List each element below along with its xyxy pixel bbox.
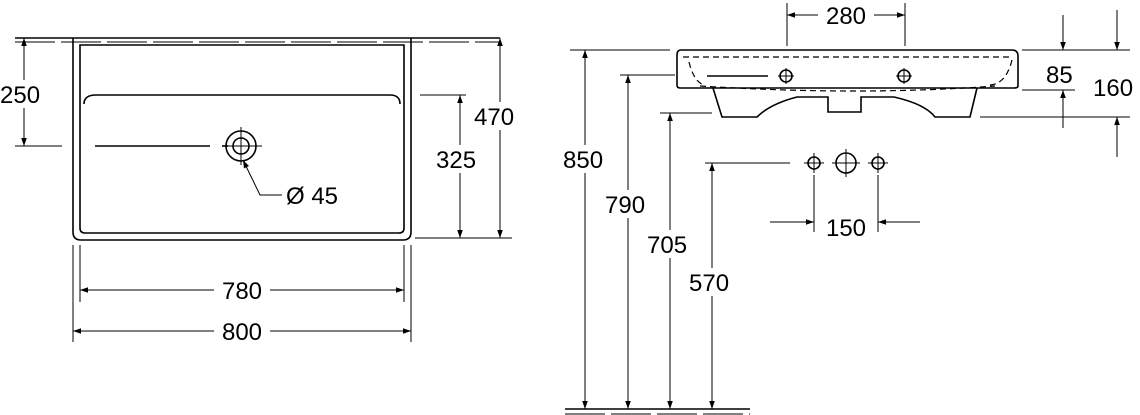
tap-hole-icon [896,68,912,84]
dim-800: 800 [222,319,262,346]
dim-570: 570 [689,270,729,297]
basin-back-rim [83,94,401,105]
dim-280: 280 [826,3,866,30]
basin-outline [72,38,412,241]
tap-hole-icon [778,68,794,84]
dim-790: 790 [605,192,645,219]
tap-hole-icon [832,149,860,177]
dim-150: 150 [826,215,866,242]
side-view: 850 790 705 570 150 280 85 160 [562,2,1133,415]
dim-160: 160 [1093,75,1133,102]
dim-325: 325 [436,147,476,174]
basin-side-outline [676,49,1019,89]
basin-inner-outline [79,44,405,234]
floor-line [565,408,750,415]
dim-85: 85 [1046,62,1073,89]
drain-icon [222,127,262,165]
dim-705: 705 [647,232,687,259]
tap-hole-icon [804,153,824,173]
dim-780: 780 [222,278,262,305]
dim-470: 470 [474,104,514,131]
wall-line [15,37,500,43]
dim-850: 850 [563,147,603,174]
basin-legs [712,87,978,118]
drain-diameter-label: Ø 45 [286,183,338,210]
dim-250: 250 [0,82,40,109]
top-view: Ø 45 250 470 325 780 800 [0,37,524,346]
tap-hole-icon [868,153,888,173]
